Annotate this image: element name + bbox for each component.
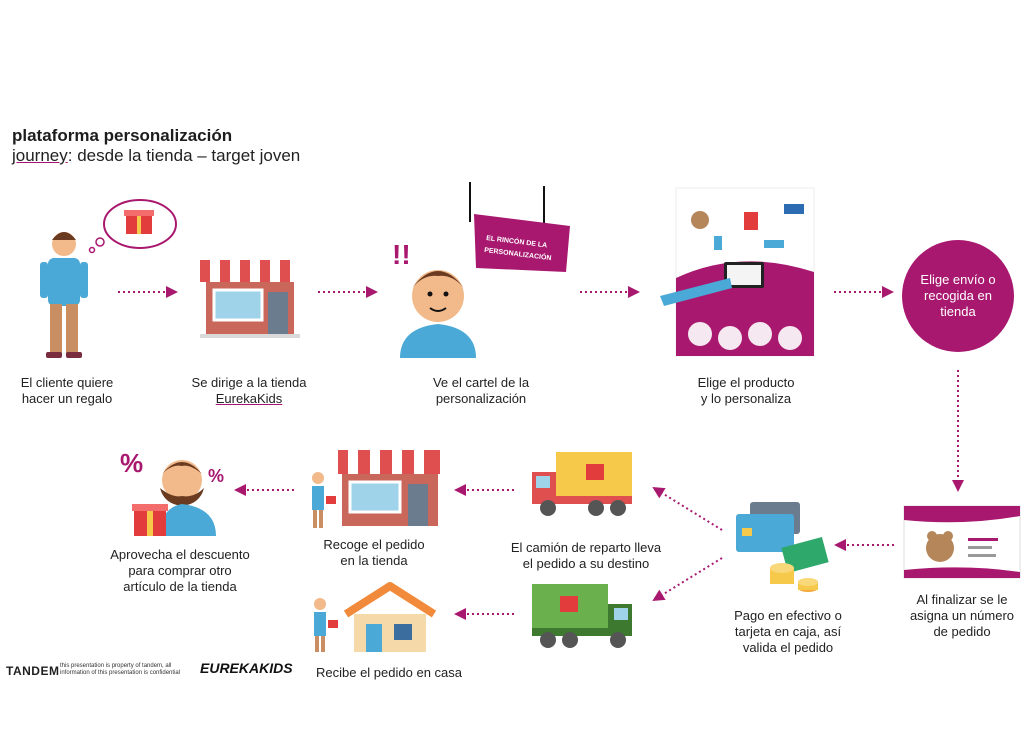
sign-viewer-illustration: EL RINCÓN DE LA PERSONALIZACIÓN !! — [392, 182, 570, 358]
store-pickup-illustration — [312, 450, 440, 528]
delivery-truck-yellow — [532, 452, 632, 516]
subtitle-rest: : desde la tienda – target joven — [67, 146, 301, 165]
step-11-caption: Recibe el pedido en casa — [316, 665, 462, 680]
footer-confidential-note: this presentation is property of tandem,… — [60, 663, 181, 676]
arrow-7 — [652, 486, 723, 531]
page-subtitle: journey: desde la tienda – target joven — [12, 146, 300, 166]
order-document-illustration — [903, 505, 1021, 579]
payment-illustration — [736, 502, 829, 592]
delivery-truck-green — [532, 584, 632, 648]
arrow-8 — [652, 557, 723, 602]
home-delivery-illustration — [314, 582, 437, 652]
page-title: plataforma personalización — [12, 126, 233, 145]
subtitle-prefix: journey — [12, 146, 68, 165]
customer-illustration — [40, 199, 177, 358]
percent-icon-left: % — [120, 448, 143, 478]
exclamation-icon: !! — [392, 239, 411, 270]
footer-brand: TANDEM — [6, 664, 60, 678]
percent-icon-right: % — [208, 466, 224, 486]
store-illustration — [200, 260, 300, 338]
eurekakids-logo: EUREKAKIDS — [200, 660, 293, 676]
discount-illustration: % % — [120, 448, 224, 536]
personalize-illustration — [660, 187, 815, 357]
